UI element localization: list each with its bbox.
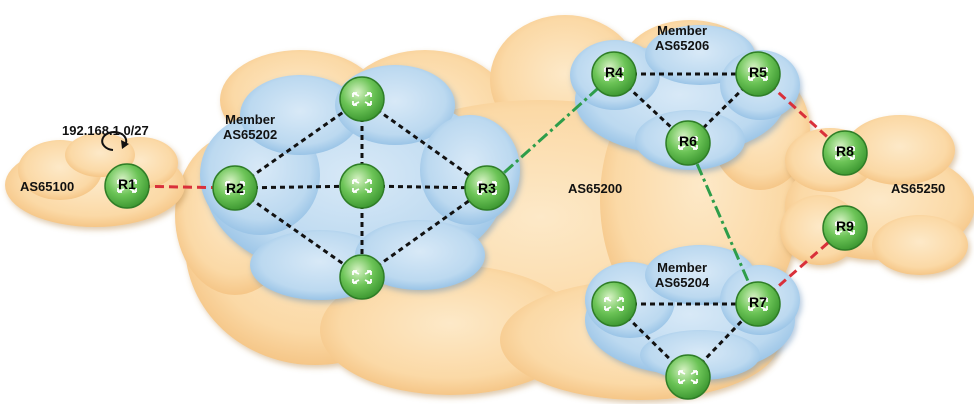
router-r4-label: R4: [605, 64, 623, 80]
member-as65202-label: Member AS65202: [223, 112, 277, 142]
link-r2-sBot: [234, 186, 363, 279]
router-r6-label: R6: [679, 133, 697, 149]
link-r3-r4: [485, 72, 616, 190]
switch-sMid-icon[interactable]: [339, 163, 385, 209]
router-r5-label: R5: [749, 64, 767, 80]
link-sTop-r3: [361, 97, 488, 190]
router-r9-icon[interactable]: [822, 205, 868, 251]
link-r6-r7: [686, 142, 760, 305]
member-as65204-as-text: AS65204: [655, 275, 710, 290]
route-origin-loop-icon: [101, 131, 129, 151]
router-r7-icon[interactable]: [735, 281, 781, 327]
as65200-label: AS65200: [568, 181, 623, 196]
router-r4-icon[interactable]: [591, 51, 637, 97]
member-as65206-member-text: Member: [657, 23, 708, 38]
router-r7-label: R7: [749, 294, 767, 310]
link-r2-sTop: [234, 97, 363, 190]
member-as65204-member-text: Member: [657, 260, 708, 275]
router-r1-icon[interactable]: [104, 163, 150, 209]
router-r2-icon[interactable]: [212, 165, 258, 211]
routers-layer: [104, 51, 868, 400]
router-r8-icon[interactable]: [822, 130, 868, 176]
router-r1-label: R1: [118, 176, 136, 192]
router-r2-label: R2: [226, 180, 244, 196]
router-r6-icon[interactable]: [665, 120, 711, 166]
member-as65202-member-text: Member: [225, 112, 276, 127]
switch-sLeft-icon[interactable]: [591, 281, 637, 327]
switch-sTop-icon[interactable]: [339, 76, 385, 122]
member-as65204-label: Member AS65204: [655, 260, 709, 290]
switch-sLow-icon[interactable]: [665, 354, 711, 400]
router-r3-label: R3: [478, 180, 496, 196]
router-r5-icon[interactable]: [735, 51, 781, 97]
prefix-label: 192.168.1.0/27: [62, 123, 149, 138]
as65250-label: AS65250: [891, 181, 946, 196]
switch-sBot-icon[interactable]: [339, 254, 385, 300]
link-sBot-r3: [361, 186, 488, 279]
router-r8-label: R8: [836, 143, 854, 159]
as65100-label: AS65100: [20, 179, 75, 194]
member-as65206-label: Member AS65206: [655, 23, 709, 53]
router-r9-label: R9: [836, 218, 854, 234]
member-as65202-as-text: AS65202: [223, 127, 278, 142]
member-as65206-as-text: AS65206: [655, 38, 710, 53]
router-r3-icon[interactable]: [464, 165, 510, 211]
